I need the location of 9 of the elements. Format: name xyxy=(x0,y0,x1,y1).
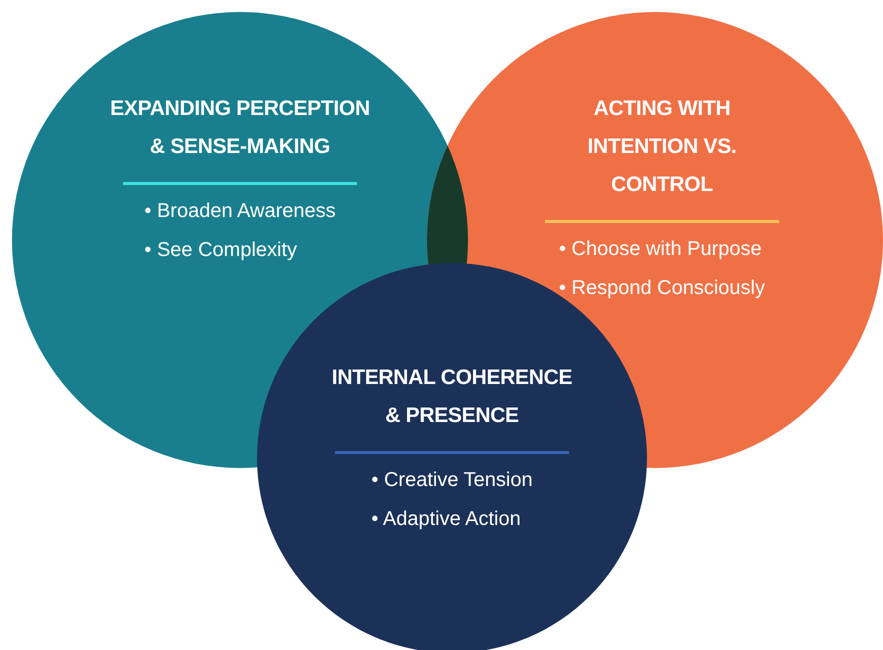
bullet-item: • Respond Consciously xyxy=(559,276,765,300)
bullet-item: • See Complexity xyxy=(144,238,298,262)
bullet-item: • Creative Tension xyxy=(371,468,533,492)
bullet-item: • Choose with Purpose xyxy=(559,237,763,261)
bullet-item: • Adaptive Action xyxy=(371,507,522,531)
circle-heading: EXPANDING PERCEPTION & SENSE-MAKING xyxy=(109,96,371,160)
bullet-item: • Broaden Awareness xyxy=(144,199,336,223)
circle-heading: INTERNAL COHERENCE & PRESENCE xyxy=(330,365,574,429)
circle-heading: ACTING WITH INTENTION VS. CONTROL xyxy=(586,96,738,198)
